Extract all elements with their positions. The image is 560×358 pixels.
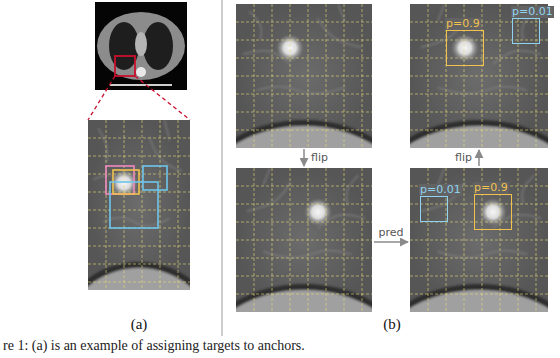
anchor-grid bbox=[236, 4, 372, 148]
vessel bbox=[318, 18, 362, 47]
chest-wall bbox=[236, 287, 372, 312]
vessel bbox=[250, 11, 262, 40]
chest-wall bbox=[410, 287, 548, 312]
anchor-grid bbox=[88, 120, 190, 290]
vessel bbox=[493, 51, 541, 65]
vessel bbox=[522, 175, 534, 204]
vessel bbox=[263, 168, 270, 185]
probability-label: p=0.01 bbox=[419, 184, 462, 196]
step-label: flip bbox=[311, 151, 328, 164]
probability-label: p=0.9 bbox=[473, 182, 509, 194]
vessel bbox=[165, 120, 170, 140]
vessel bbox=[438, 250, 528, 257]
divider bbox=[222, 0, 223, 336]
anchor-grid bbox=[410, 168, 548, 312]
probability-label: p=0.01 bbox=[511, 6, 554, 18]
anchor-box bbox=[143, 166, 167, 190]
step-label: flip bbox=[455, 151, 472, 164]
chest-wall bbox=[410, 123, 548, 148]
vessel bbox=[438, 86, 528, 93]
body bbox=[97, 12, 185, 80]
roi-box bbox=[115, 56, 135, 76]
arrows bbox=[304, 149, 479, 242]
vessel bbox=[256, 86, 344, 93]
heart bbox=[135, 32, 147, 56]
detection-box: p=0.9 bbox=[446, 30, 484, 66]
ct-scan bbox=[88, 2, 190, 120]
detection-box: p=0.9 bbox=[474, 194, 512, 230]
arrow bbox=[303, 149, 305, 166]
figure-caption: re 1: (a) is an example of assigning tar… bbox=[3, 338, 305, 354]
chest-wall bbox=[236, 123, 372, 148]
anchor-boxes bbox=[106, 166, 167, 228]
detection-box: p=0.01 bbox=[512, 18, 540, 44]
ct-ground bbox=[95, 2, 187, 90]
panel-label: (a) bbox=[131, 316, 148, 333]
arrow bbox=[478, 150, 480, 166]
table bbox=[110, 84, 172, 86]
nodule bbox=[276, 34, 304, 62]
anchor-box bbox=[110, 182, 158, 228]
vessel bbox=[438, 168, 445, 185]
lung-patch bbox=[195, 168, 413, 358]
vessel bbox=[346, 175, 358, 204]
chest-wall bbox=[88, 265, 190, 290]
zoom-line bbox=[135, 76, 190, 120]
spine bbox=[136, 67, 146, 77]
lung bbox=[143, 22, 173, 70]
anchor-grid bbox=[236, 168, 372, 312]
lung-patch bbox=[369, 168, 560, 358]
lung-patch bbox=[57, 120, 220, 358]
arrow bbox=[374, 241, 408, 243]
vessel bbox=[263, 250, 351, 257]
panel-label: (b) bbox=[383, 316, 401, 333]
vessel bbox=[438, 4, 445, 21]
probability-label: p=0.9 bbox=[445, 18, 481, 30]
zoom-line bbox=[88, 76, 115, 120]
step-label: pred bbox=[378, 226, 403, 239]
vessel bbox=[247, 182, 291, 211]
detection-box: p=0.01 bbox=[420, 196, 448, 222]
anchor-grid bbox=[410, 4, 548, 148]
